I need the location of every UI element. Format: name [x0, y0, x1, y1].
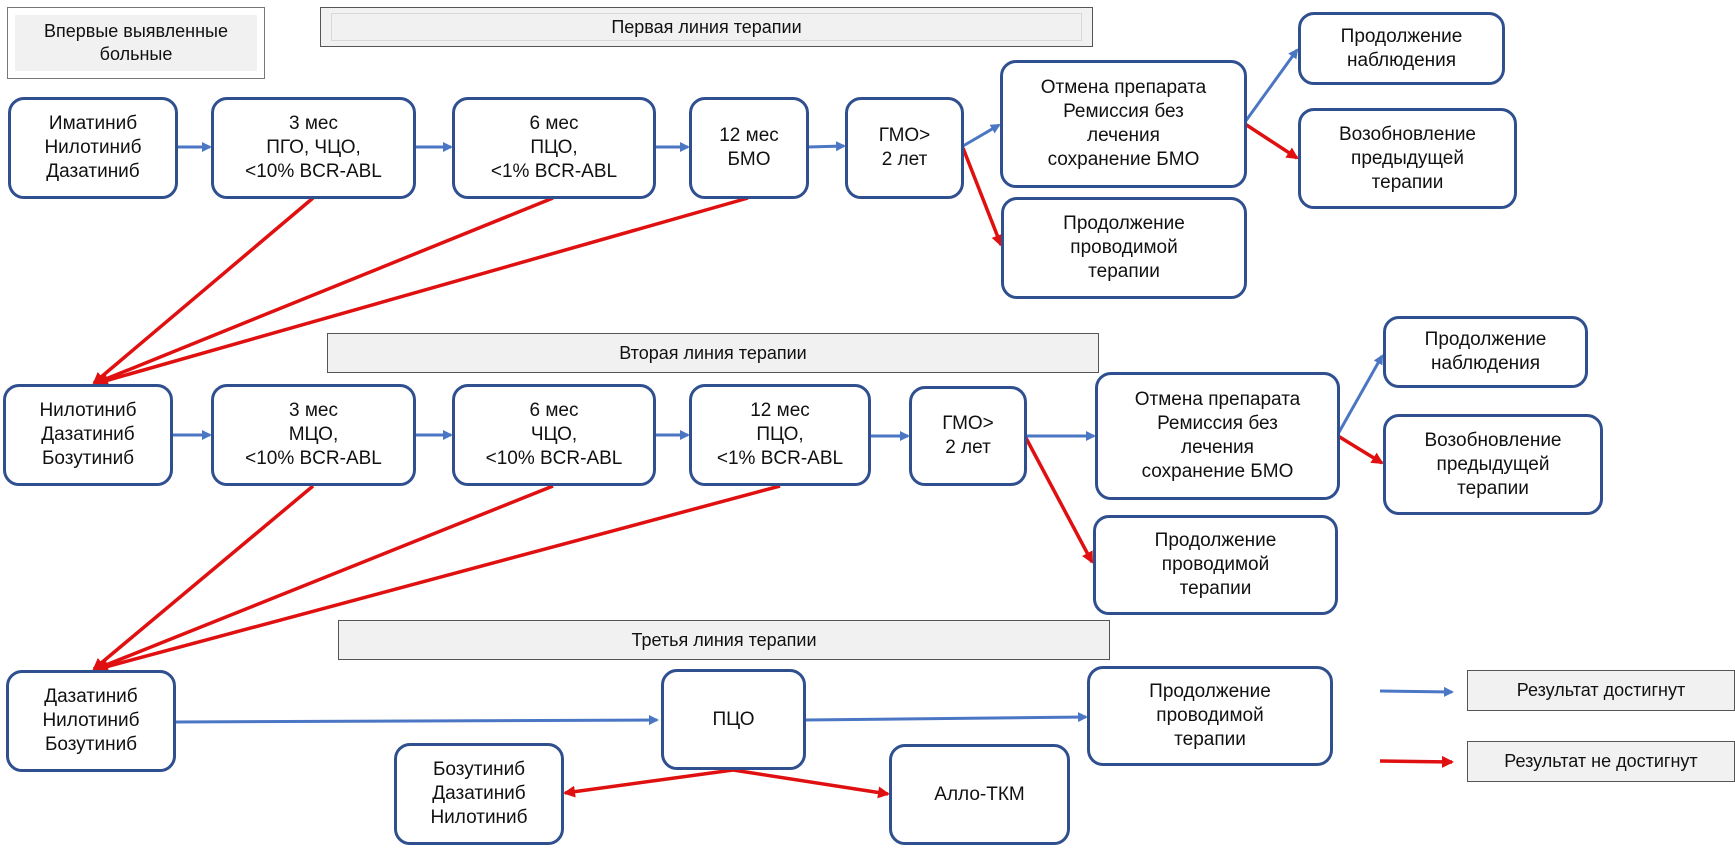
l1-6m-node: 6 мес ПЦО, <1% BCR-ABL [452, 97, 656, 199]
l1-resume-node: Возобновление предыдущей терапии [1298, 108, 1517, 209]
l2-drugs-label: Нилотиниб Дазатиниб Бозутиниб [39, 400, 137, 469]
l3-allo-node: Алло-ТКМ [889, 744, 1070, 845]
arrow-l2-stop-to-resume [1337, 434, 1384, 465]
l3-pco-node: ПЦО [661, 669, 806, 770]
l2-drugs-node: Нилотиниб Дазатиниб Бозутиниб [3, 384, 173, 486]
arrow-l1-12m-to-l2 [96, 196, 749, 387]
arrow-l1-stop-to-observe [1243, 48, 1299, 123]
l2-cont-treat-label: Продолжение проводимой терапии [1154, 530, 1277, 599]
l3-alt-drugs-node: Бозутиниб Дазатиниб Нилотиниб [394, 743, 564, 845]
l2-resume-label: Возобновление предыдущей терапии [1424, 429, 1562, 499]
l3-drugs-label: Дазатиниб Нилотиниб Бозутиниб [42, 686, 140, 755]
l3-cont-treat-node: Продолжение проводимой терапии [1087, 666, 1333, 766]
l3-pco-label: ПЦО [712, 708, 755, 730]
banner-second-line: Вторая линия терапии [327, 333, 1099, 373]
l1-cont-treat-label: Продолжение проводимой терапии [1063, 213, 1185, 282]
l3-drugs-node: Дазатиниб Нилотиниб Бозутиниб [6, 670, 176, 772]
arrow-l1-3m-to-l2 [92, 196, 315, 385]
l2-observe-node: Продолжение наблюдения [1383, 316, 1588, 388]
l2-observe-label: Продолжение наблюдения [1424, 329, 1547, 374]
l1-gmo-node: ГМО> 2 лет [845, 97, 964, 199]
l1-stop-label: Отмена препарата Ремиссия без лечения со… [1040, 77, 1207, 170]
l1-3m-node: 3 мес ПГО, ЧЦО, <10% BCR-ABL [211, 97, 416, 199]
l2-cont-treat-node: Продолжение проводимой терапии [1093, 515, 1338, 615]
arrow-l1-gmo-to-stop [962, 123, 1001, 148]
legend-not-achieved-label: Результат не достигнут [1504, 751, 1698, 771]
arrow-l1-12m-to-gmo [807, 141, 846, 152]
l2-12m-node: 12 мес ПЦО, <1% BCR-ABL [689, 384, 871, 486]
l1-12m-node: 12 мес БМО [689, 97, 809, 199]
l3-alt-drugs-label: Бозутиниб Дазатиниб Нилотиниб [430, 759, 528, 828]
newly-diagnosed-box: Впервые выявленные больные [7, 7, 265, 79]
newly-diagnosed-inner: Впервые выявленные больные [15, 15, 257, 71]
arrow-l3-pco-to-allo [732, 768, 890, 799]
l1-6m-label: 6 мес ПЦО, <1% BCR-ABL [490, 113, 618, 182]
arrow-l1-6m-to-l2 [94, 196, 554, 385]
arrow-l3-pco-to-cont [804, 712, 1088, 723]
l1-cont-treat-node: Продолжение проводимой терапии [1001, 197, 1247, 299]
l2-6m-node: 6 мес ЧЦО, <10% BCR-ABL [452, 384, 656, 486]
l1-drugs-node: Иматиниб Нилотиниб Дазатиниб [8, 97, 178, 199]
legend-arrow-achieved [1379, 686, 1454, 697]
l2-12m-label: 12 мес ПЦО, <1% BCR-ABL [716, 400, 844, 469]
legend-achieved: Результат достигнут [1467, 670, 1735, 711]
banner-second-line-label: Вторая линия терапии [619, 342, 807, 363]
l2-3m-node: 3 мес МЦО, <10% BCR-ABL [211, 384, 416, 486]
l2-resume-node: Возобновление предыдущей терапии [1383, 414, 1603, 515]
arrow-l1-stop-to-resume [1244, 122, 1299, 160]
newly-diagnosed-label: Впервые выявленные больные [43, 21, 229, 64]
banner-first-line-label: Первая линия терапии [611, 16, 802, 37]
banner-third-line: Третья линия терапии [338, 620, 1110, 660]
l1-stop-node: Отмена препарата Ремиссия без лечения со… [1000, 60, 1247, 188]
arrow-l2-6m-to-l3 [94, 484, 554, 671]
l3-cont-treat-label: Продолжение проводимой терапии [1149, 681, 1271, 750]
legend-achieved-label: Результат достигнут [1516, 680, 1686, 700]
l3-allo-label: Алло-ТКМ [934, 783, 1025, 805]
arrow-l2-gmo-to-cont [1024, 437, 1094, 564]
arrow-l1-gmo-to-cont [961, 147, 1003, 247]
arrow-l3-drugs-to-pco [174, 715, 659, 726]
legend-not-achieved: Результат не достигнут [1467, 741, 1735, 782]
legend-arrow-not-achieved [1379, 755, 1454, 768]
l2-3m-label: 3 мес МЦО, <10% BCR-ABL [245, 400, 382, 469]
l1-drugs-label: Иматиниб Нилотиниб Дазатиниб [44, 113, 142, 182]
arrow-l2-12m-to-l3 [96, 484, 781, 673]
l2-gmo-node: ГМО> 2 лет [909, 386, 1027, 486]
l1-observe-label: Продолжение наблюдения [1340, 25, 1463, 71]
arrow-l2-stop-to-observe [1336, 354, 1384, 435]
l2-gmo-label: ГМО> 2 лет [942, 413, 994, 458]
l2-6m-label: 6 мес ЧЦО, <10% BCR-ABL [485, 400, 623, 469]
banner-third-line-label: Третья линия терапии [631, 629, 817, 650]
l1-3m-label: 3 мес ПГО, ЧЦО, <10% BCR-ABL [245, 113, 382, 182]
l1-12m-label: 12 мес БМО [719, 125, 779, 170]
l1-resume-label: Возобновление предыдущей терапии [1338, 123, 1477, 193]
l1-observe-node: Продолжение наблюдения [1298, 12, 1505, 85]
l2-stop-node: Отмена препарата Ремиссия без лечения со… [1095, 372, 1340, 500]
l2-stop-label: Отмена препарата Ремиссия без лечения со… [1134, 389, 1301, 482]
arrow-l2-3m-to-l3 [92, 484, 315, 671]
arrow-l3-pco-to-alt [563, 768, 734, 798]
l1-gmo-label: ГМО> 2 лет [878, 125, 931, 170]
banner-first-line: Первая линия терапии [320, 7, 1093, 47]
